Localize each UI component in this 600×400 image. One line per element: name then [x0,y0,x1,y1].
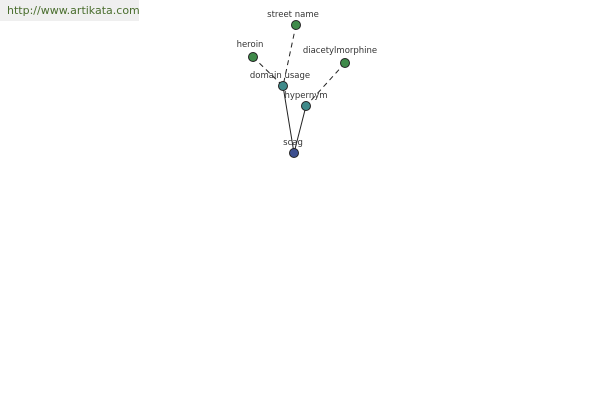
node-label: street name [267,10,319,20]
node-circle [291,20,301,30]
edge-hypernym-scag [293,105,307,154]
node-label: diacetylmorphine [303,46,377,56]
edge-street-name-domain-usage [282,24,297,87]
node-label: hypernym [284,91,327,101]
node-circle [340,58,350,68]
node-circle [289,148,299,158]
watermark-url[interactable]: http://www.artikata.com [0,0,140,21]
edge-heroin-domain-usage [252,56,284,87]
node-label: domain usage [250,71,310,81]
node-label: scag [283,138,303,148]
edge-diacetylmorphine-hypernym [305,62,346,107]
node-circle [278,81,288,91]
graph-node-domain-usage[interactable]: domain usage [250,71,310,91]
node-label: heroin [237,40,264,50]
graph-node-scag[interactable]: scag [283,138,303,158]
graph-node-street-name[interactable]: street name [267,10,319,30]
graph-node-diacetylmorphine[interactable]: diacetylmorphine [303,46,377,68]
node-circle [248,52,258,62]
edge-domain-usage-scag [282,85,295,154]
graph-node-hypernym[interactable]: hypernym [284,91,328,111]
graph-node-heroin[interactable]: heroin [237,40,264,62]
node-circle [301,101,311,111]
